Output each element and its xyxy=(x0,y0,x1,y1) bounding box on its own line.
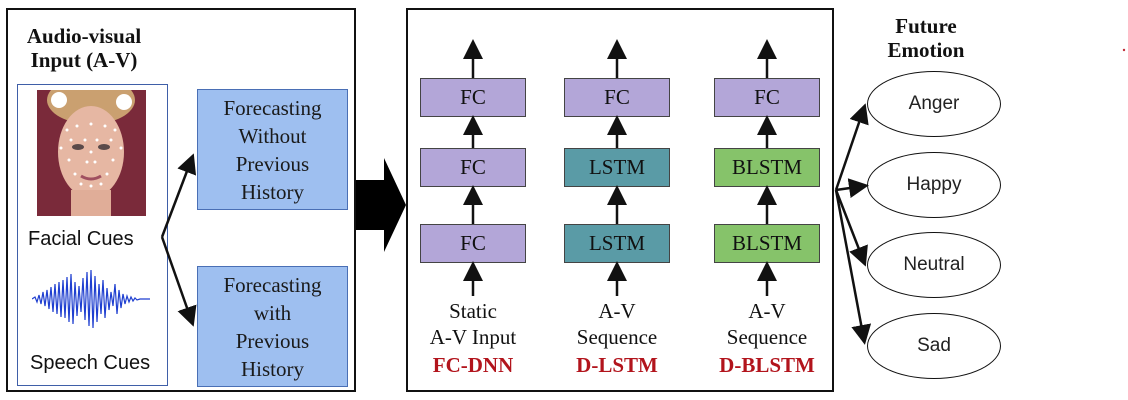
speech-waveform xyxy=(31,262,150,336)
fc-dnn-layer-top: FC xyxy=(420,78,526,117)
d-blstm-name: D-BLSTM xyxy=(719,353,815,377)
forecast-without-history-box: Forecasting Without Previous History xyxy=(197,89,348,210)
emotion-happy: Happy xyxy=(867,152,1001,218)
face-image xyxy=(37,90,146,216)
emotion-anger: Anger xyxy=(867,71,1001,137)
d-blstm-layer-middle: BLSTM xyxy=(714,148,820,187)
arrow-to-happy xyxy=(835,178,869,199)
input-title: Audio-visual Input (A-V) xyxy=(26,24,142,72)
arrow-to-forecast-without xyxy=(160,153,197,238)
forecast-with-history-box: Forecasting with Previous History xyxy=(197,266,348,387)
speech-cues-label: Speech Cues xyxy=(30,352,151,374)
emotion-neutral: Neutral xyxy=(867,232,1001,298)
future-emotion-title: Future Emotion xyxy=(887,14,965,62)
models-panel xyxy=(406,8,834,392)
d-blstm-layer-bottom: BLSTM xyxy=(714,224,820,263)
fc-dnn-layer-middle: FC xyxy=(420,148,526,187)
cues-box xyxy=(17,84,168,386)
d-lstm-input-label: A-V Sequence xyxy=(576,299,658,349)
d-lstm-name: D-LSTM xyxy=(576,353,658,377)
d-blstm-input-label: A-V Sequence xyxy=(726,299,808,349)
emotion-sad: Sad xyxy=(867,313,1001,379)
fc-dnn-layer-bottom: FC xyxy=(420,224,526,263)
d-lstm-layer-top: FC xyxy=(564,78,670,117)
fc-dnn-input-label: Static A-V Input xyxy=(429,299,517,349)
stray-dot xyxy=(1122,48,1126,52)
arrow-to-anger xyxy=(834,103,869,191)
arrow-to-sad xyxy=(834,189,872,345)
big-transition-arrow xyxy=(356,158,406,252)
input-panel xyxy=(6,8,356,392)
arrow-to-forecast-with xyxy=(160,236,197,327)
arrow-to-neutral xyxy=(834,189,868,267)
facial-cues-label: Facial Cues xyxy=(28,228,134,250)
fc-dnn-name: FC-DNN xyxy=(432,353,514,377)
